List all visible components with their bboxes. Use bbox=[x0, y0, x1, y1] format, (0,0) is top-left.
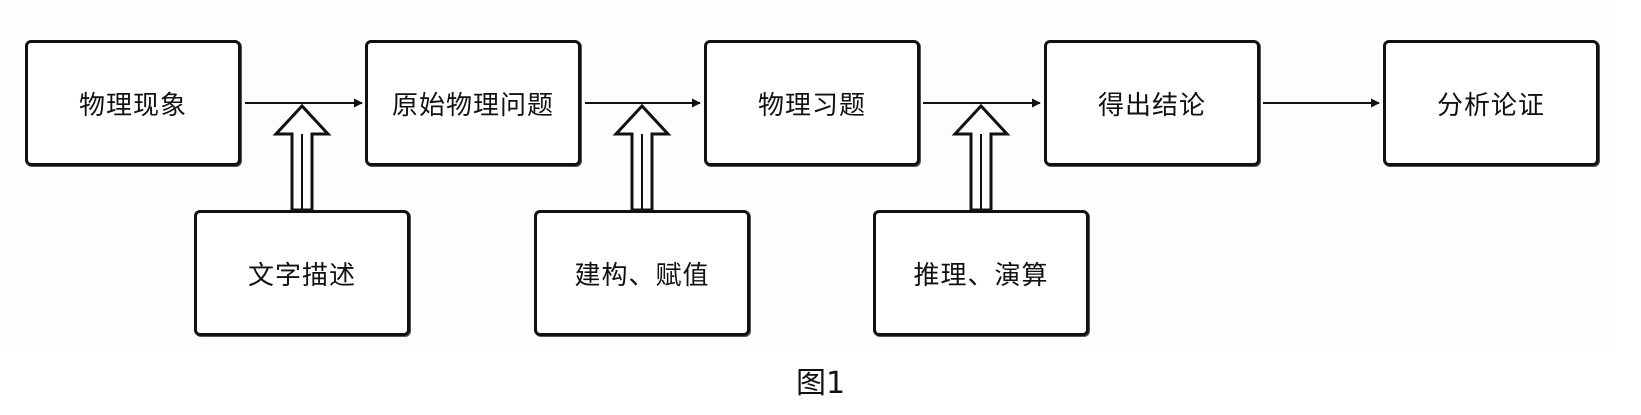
node-label: 物理现象 bbox=[78, 90, 187, 121]
process-label: 推理、演算 bbox=[913, 260, 1049, 291]
process-label: 文字描述 bbox=[247, 260, 356, 291]
node-label: 物理习题 bbox=[757, 90, 866, 121]
process-text-description: 文字描述 bbox=[194, 210, 410, 336]
node-analysis-argument: 分析论证 bbox=[1383, 40, 1599, 166]
block-arrow-1 bbox=[272, 103, 332, 212]
node-original-physics-problem: 原始物理问题 bbox=[365, 40, 581, 166]
node-label: 分析论证 bbox=[1436, 90, 1545, 121]
node-physical-phenomenon: 物理现象 bbox=[25, 40, 241, 166]
node-label: 得出结论 bbox=[1097, 90, 1206, 121]
block-arrow-2 bbox=[612, 103, 672, 212]
process-reasoning-calculation: 推理、演算 bbox=[873, 210, 1089, 336]
process-modeling-assignment: 建构、赋值 bbox=[534, 210, 750, 336]
block-arrow-3 bbox=[951, 103, 1011, 212]
node-label: 原始物理问题 bbox=[391, 90, 554, 121]
process-label: 建构、赋值 bbox=[574, 260, 710, 291]
node-physics-exercise: 物理习题 bbox=[704, 40, 920, 166]
figure-caption: 图1 bbox=[795, 366, 846, 401]
node-draw-conclusion: 得出结论 bbox=[1044, 40, 1260, 166]
